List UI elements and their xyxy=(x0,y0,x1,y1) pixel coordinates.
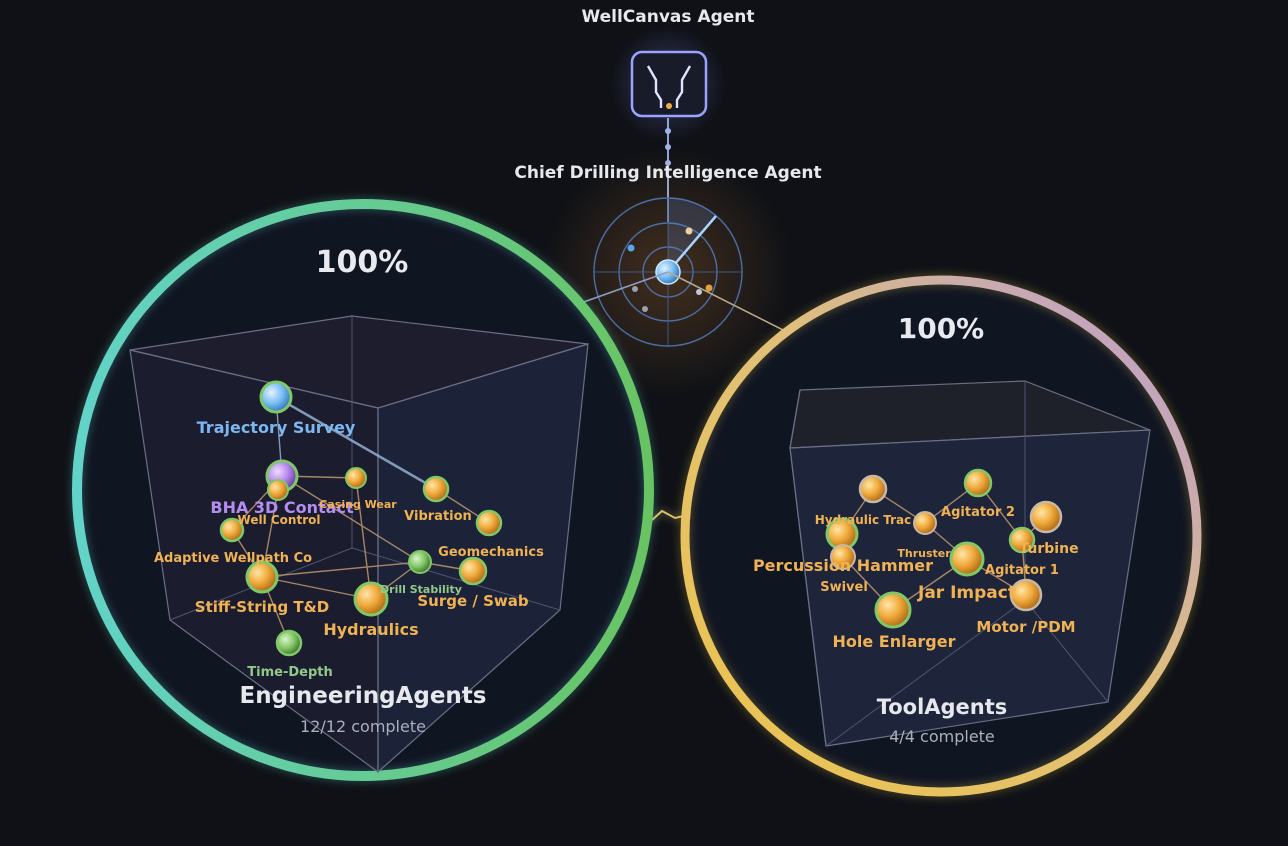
agent-label: Casing Wear xyxy=(319,498,397,511)
engineering-cluster-status: 12/12 complete xyxy=(300,717,426,736)
agent-node-hydraulics[interactable] xyxy=(353,581,389,617)
agent-label: Swivel xyxy=(820,580,868,595)
agent-label: Jar Impact xyxy=(917,583,1016,603)
agent-node-hydraulic-trac[interactable] xyxy=(858,474,888,504)
agent-node-jar-impact[interactable] xyxy=(949,541,985,577)
tool-cluster[interactable]: Hydraulic Trac Agitator 2 Turbine Thrust… xyxy=(678,273,1204,799)
tool-cluster-name: ToolAgents xyxy=(877,695,1008,719)
engineering-cluster-backdrop xyxy=(75,202,651,778)
tool-progress-ring xyxy=(680,275,1202,797)
tool-cluster-status: 4/4 complete xyxy=(889,727,995,746)
agent-label: Geomechanics xyxy=(438,545,544,560)
engineering-cluster[interactable]: Trajectory Survey BHA 3D Contact Casing … xyxy=(70,197,656,783)
agent-label: Vibration xyxy=(404,509,472,524)
agent-node-thruster[interactable] xyxy=(913,511,937,535)
wellcanvas-logo-icon[interactable] xyxy=(630,50,708,118)
agent-label: Hydraulic Trac xyxy=(815,513,912,527)
agent-label: Stiff-String T&D xyxy=(195,598,329,616)
agent-node-well-control[interactable] xyxy=(267,479,289,501)
agent-label: Motor /PDM xyxy=(976,618,1075,636)
wellcanvas-agent-title: WellCanvas Agent xyxy=(581,7,754,27)
agent-node-turbine[interactable] xyxy=(1029,500,1063,534)
agent-node-agitator-1[interactable] xyxy=(1008,526,1036,554)
engineering-percent: 100% xyxy=(316,245,409,280)
agent-node-stiff-string[interactable] xyxy=(245,560,279,594)
agent-label: Hydraulics xyxy=(323,620,418,639)
agent-node-casing-wear[interactable] xyxy=(345,467,367,489)
agent-node-hole-enlarger[interactable] xyxy=(874,591,912,629)
agent-label: Agitator 2 xyxy=(941,505,1015,520)
agent-label: Hole Enlarger xyxy=(833,632,956,651)
radar-icon[interactable] xyxy=(593,197,743,347)
agent-node-time-depth[interactable] xyxy=(275,629,303,657)
agent-label: Thruster xyxy=(897,547,951,560)
tool-labels: Hydraulic Trac Agitator 2 Turbine Thrust… xyxy=(753,505,1079,651)
agent-label: Well Control xyxy=(238,513,321,527)
engineering-progress-ring xyxy=(72,199,654,781)
agent-label: Trajectory Survey xyxy=(197,418,356,437)
wellcanvas-agent[interactable]: WellCanvas Agent xyxy=(581,7,755,222)
agent-label: Drill Stability xyxy=(380,583,462,596)
agent-node-trajectory-survey[interactable] xyxy=(259,380,293,414)
agent-node-drill-stability[interactable] xyxy=(408,550,432,574)
engineering-nodes xyxy=(219,380,503,657)
agent-label: BHA 3D Contact xyxy=(210,498,354,517)
agent-node-swivel[interactable] xyxy=(830,544,856,570)
engineering-cube xyxy=(129,315,589,774)
agent-label: Percussion Hammer xyxy=(753,556,933,575)
agent-label: Turbine xyxy=(1019,541,1078,557)
agent-node-motor-pdm[interactable] xyxy=(1009,578,1043,612)
agent-label: Time-Depth xyxy=(247,665,332,680)
tool-percent: 100% xyxy=(898,312,985,345)
agent-label: Agitator 1 xyxy=(985,563,1059,578)
agent-node-surge-swab[interactable] xyxy=(458,556,488,586)
chief-agent-title: Chief Drilling Intelligence Agent xyxy=(514,163,821,183)
engineering-labels: Trajectory Survey BHA 3D Contact Casing … xyxy=(154,418,544,680)
connector-dot xyxy=(665,128,671,134)
tool-nodes xyxy=(825,468,1063,629)
agent-node-agitator-2[interactable] xyxy=(963,468,993,498)
agent-node-geomechanics[interactable] xyxy=(475,509,503,537)
agent-node-adaptive-wellpath[interactable] xyxy=(219,517,245,543)
agent-node-vibration[interactable] xyxy=(422,475,450,503)
agent-label: Surge / Swab xyxy=(417,592,528,610)
agent-label: Adaptive Wellpath Co xyxy=(154,551,312,566)
engineering-cluster-name: EngineeringAgents xyxy=(240,683,487,709)
